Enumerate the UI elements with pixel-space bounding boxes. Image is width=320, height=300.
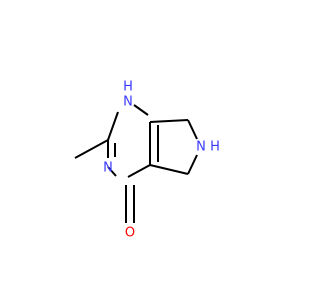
bond-n6-c5 [187,154,198,175]
bond-layer [74,104,198,223]
atom-n1-hydrogen: H [123,80,133,95]
atom-n1: N [123,95,133,110]
atom-n6-hydrogen: H [210,140,220,155]
bond-c4a-c4 [127,164,151,178]
atom-n3: N [103,161,113,176]
bond-c2-n1 [107,111,119,141]
bond-n1-c7a [133,104,149,116]
bond-methyl-c2 [74,139,109,159]
bond-c7-n6 [187,119,198,140]
atom-o: O [125,226,135,241]
bond-c5-c4a [149,164,189,175]
bond-c7a-c7 [149,119,189,123]
molecule-structure: H N N N H O [74,80,220,241]
bond-c4-n3 [107,166,117,177]
atom-n6: N [196,140,206,155]
atom-labels: H N N N H O [103,80,220,241]
